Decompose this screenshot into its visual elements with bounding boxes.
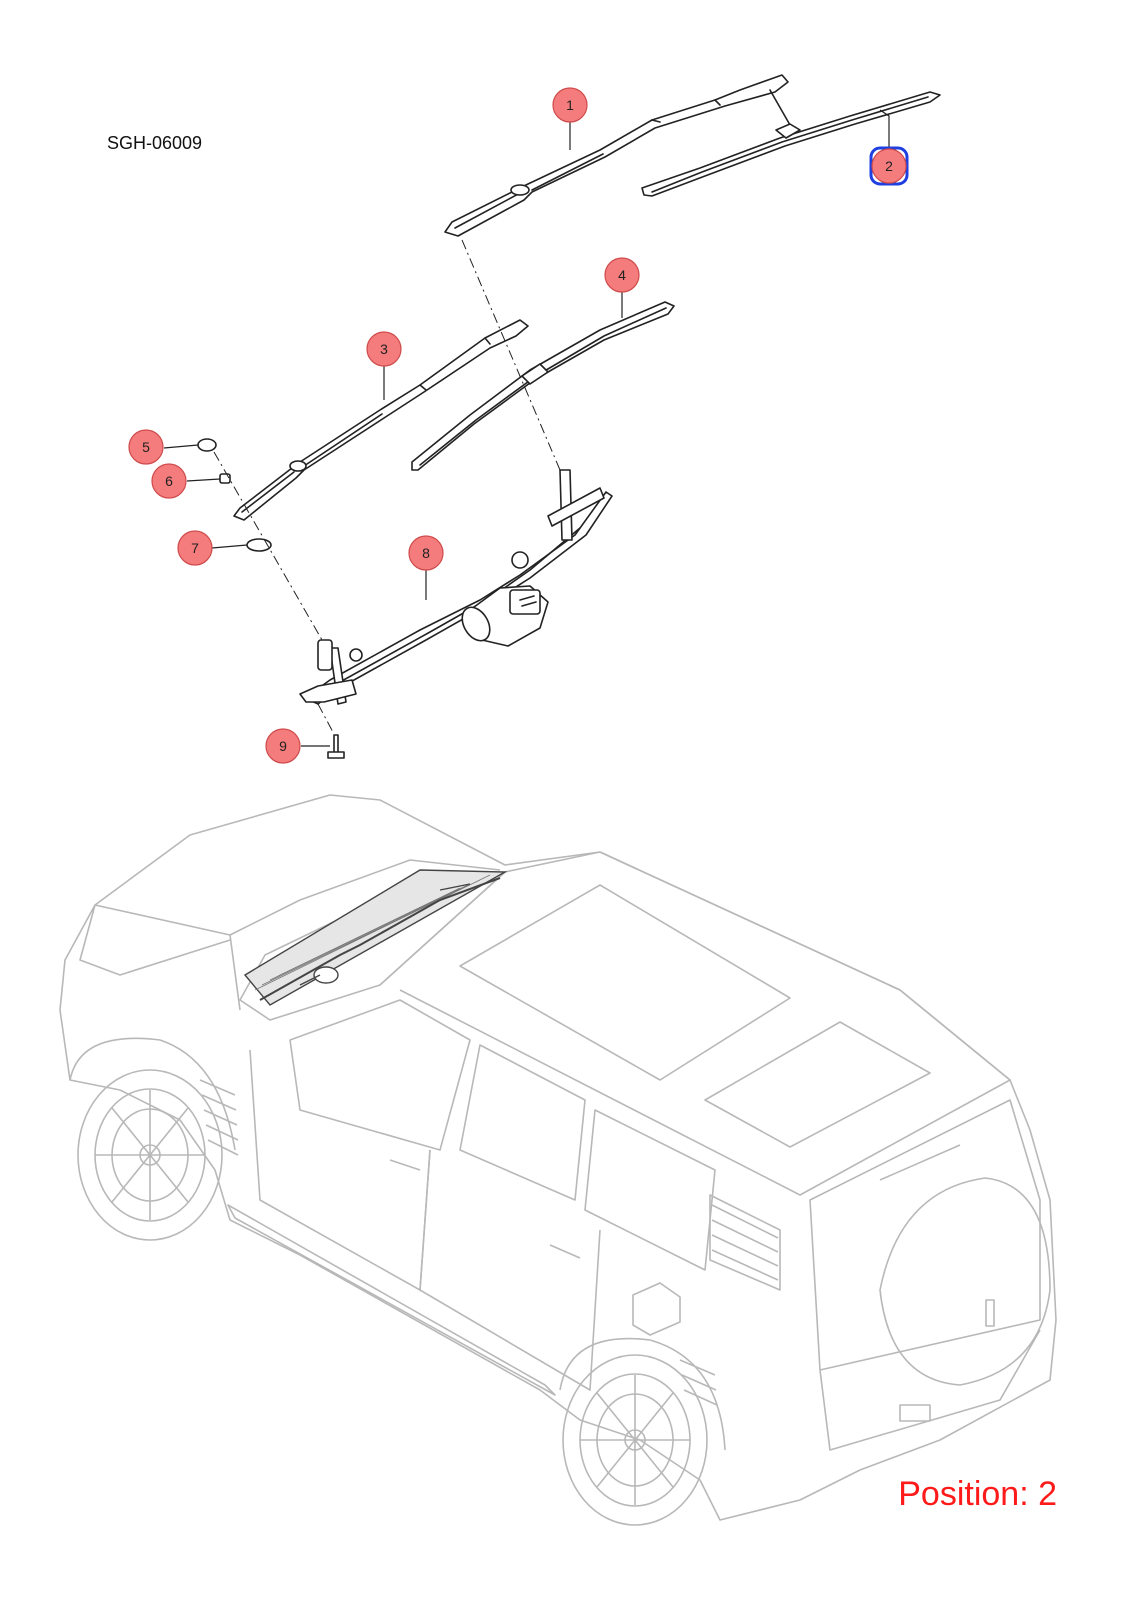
callout-number: 4	[618, 267, 626, 283]
bolt	[327, 734, 345, 759]
nut	[219, 473, 231, 484]
callout-1[interactable]: 1	[552, 87, 588, 123]
wiper-blade-passenger	[411, 301, 675, 471]
selected-callout-highlight	[869, 146, 909, 186]
wiper-arm-passenger	[233, 319, 529, 521]
wiper-motor	[461, 585, 549, 647]
callout-2[interactable]: 2	[869, 146, 909, 186]
front-wheel	[77, 1069, 223, 1241]
callout-bubble[interactable]	[128, 429, 164, 465]
wiper-blade-driver	[641, 91, 941, 197]
callout-number: 2	[885, 158, 893, 174]
callout-bubble[interactable]	[552, 87, 588, 123]
callout-7[interactable]: 7	[177, 530, 213, 566]
wiper-location-highlight	[243, 869, 508, 1006]
rear-wheel	[562, 1354, 708, 1526]
nut-cap	[197, 438, 217, 452]
diagram-code: SGH-06009	[107, 133, 203, 153]
callout-bubble[interactable]	[265, 728, 301, 764]
leader-lines	[163, 109, 890, 747]
sunroof	[459, 884, 931, 1148]
callout-6[interactable]: 6	[151, 463, 187, 499]
callout-bubble[interactable]	[366, 331, 402, 367]
position-label: Position: 2	[898, 1475, 1057, 1513]
callout-number: 5	[142, 439, 150, 455]
assembly-lines	[213, 239, 561, 735]
spare-wheel	[879, 1177, 1051, 1386]
callout-8[interactable]: 8	[408, 535, 444, 571]
wiper-arm-driver	[444, 74, 791, 237]
callout-3[interactable]: 3	[366, 331, 402, 367]
callout-bubble[interactable]	[177, 530, 213, 566]
callout-number: 6	[165, 473, 173, 489]
callout-bubble[interactable]	[151, 463, 187, 499]
callout-4[interactable]: 4	[604, 257, 640, 293]
callout-number: 7	[191, 540, 199, 556]
vehicle-overview	[59, 794, 1057, 1526]
callout-number: 8	[422, 545, 430, 561]
callout-number: 9	[279, 738, 287, 754]
callout-bubble[interactable]	[871, 148, 907, 184]
wiper-motor-linkage	[299, 469, 613, 705]
callout-number: 1	[566, 97, 574, 113]
callout-bubble[interactable]	[408, 535, 444, 571]
callout-9[interactable]: 9	[265, 728, 301, 764]
callout-number: 3	[380, 341, 388, 357]
callout-5[interactable]: 5	[128, 429, 164, 465]
callout-bubble[interactable]	[604, 257, 640, 293]
